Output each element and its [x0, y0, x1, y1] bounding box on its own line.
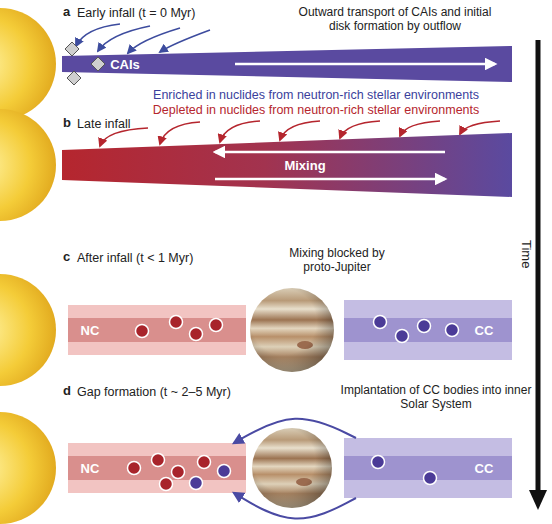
- infall-arrow: [98, 26, 150, 51]
- nc-reservoir: NC: [68, 443, 246, 493]
- infall-arrow: [220, 121, 260, 142]
- time-line: [536, 40, 541, 492]
- disk-shape: [62, 133, 512, 197]
- implantation-arrow: [234, 419, 356, 443]
- planet-shade: [252, 428, 332, 508]
- panel-title: Late infall: [77, 117, 131, 131]
- infall-arrow: [128, 28, 180, 53]
- edge-layer: [234, 419, 356, 519]
- disk-midplane: [344, 456, 512, 480]
- region-label: CC: [475, 461, 494, 476]
- infall-arrow: [340, 121, 380, 138]
- sun: [0, 109, 56, 221]
- cai-diamond: [65, 42, 79, 56]
- infall-arrow: [280, 121, 320, 140]
- sun: [0, 412, 56, 524]
- infall-arrow: [76, 24, 120, 46]
- process-note: Outward transport of CAIs and initial di…: [290, 5, 500, 33]
- color-key-text: Depleted in nuclides from neutron-rich s…: [96, 103, 536, 117]
- cc-reservoir: CC: [344, 300, 512, 360]
- planet-shade: [250, 288, 334, 372]
- region-label: CAIs: [110, 57, 140, 72]
- disk-midplane: [68, 456, 246, 480]
- panel-title: Early infall (t = 0 Myr): [77, 6, 195, 20]
- reservoir-region: [68, 443, 246, 493]
- time-arrow: [529, 40, 547, 510]
- infall-arrow: [460, 121, 500, 134]
- reservoir-region: [344, 300, 512, 360]
- disk-midplane: [344, 318, 512, 342]
- region-label: CC: [475, 323, 494, 338]
- disk-midplane: [68, 318, 246, 342]
- panel-title: After infall (t < 1 Myr): [77, 251, 193, 265]
- planet-body: [252, 428, 332, 508]
- sun: [0, 8, 56, 120]
- panel-title: Gap formation (t ~ 2–5 Myr): [77, 385, 231, 399]
- reservoir-region: [68, 305, 246, 355]
- cai-diamond: [67, 71, 81, 85]
- process-note: Implantation of CC bodies into inner Sol…: [340, 383, 532, 411]
- axis-label: Time: [519, 240, 533, 268]
- infall-arrow: [160, 122, 200, 144]
- color-key-text: Enriched in nuclides from neutron-rich s…: [96, 88, 536, 102]
- disk-band: Mixing: [62, 133, 512, 197]
- panel-letter: a: [63, 5, 70, 19]
- planet-body: [250, 288, 334, 372]
- region-label: NC: [81, 461, 100, 476]
- cc-reservoir: CC: [344, 438, 512, 498]
- panel-letter: c: [63, 250, 70, 264]
- time-arrowhead: [529, 490, 547, 510]
- disk-shape: [62, 46, 512, 82]
- implantation-arrow: [234, 493, 356, 519]
- proto-jupiter: [250, 288, 334, 372]
- nc-reservoir: NC: [68, 305, 246, 355]
- panel-letter: b: [63, 116, 71, 130]
- infall-arrow: [400, 121, 440, 136]
- region-label: Mixing: [284, 158, 325, 173]
- disk-band: CAIs: [62, 44, 512, 84]
- infall-arrow: [160, 30, 210, 52]
- sun: [0, 274, 56, 386]
- proto-jupiter: [252, 428, 332, 508]
- infall-arrows: [76, 24, 210, 53]
- region-label: NC: [81, 323, 100, 338]
- reservoir-region: [344, 438, 512, 498]
- panel-letter: d: [63, 384, 71, 398]
- process-note: Mixing blocked by proto-Jupiter: [278, 246, 396, 274]
